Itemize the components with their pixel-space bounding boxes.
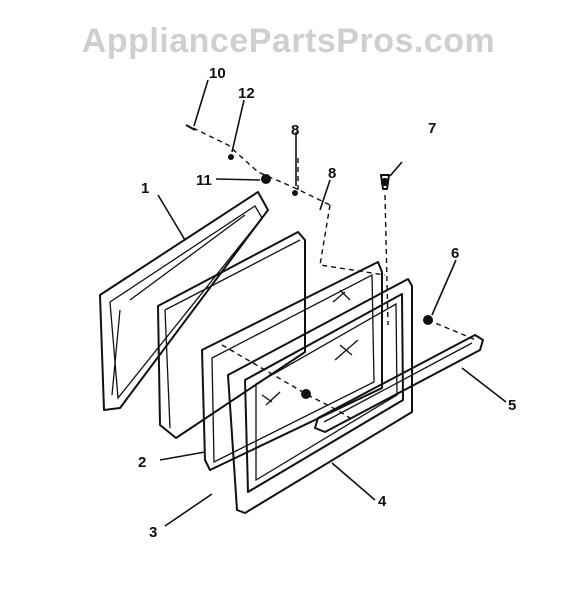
callout-11: 11: [196, 172, 212, 189]
callout-6: 6: [451, 245, 459, 262]
inner-door-panel: [99, 191, 269, 411]
callout-3: 3: [149, 524, 157, 541]
callout-2: 2: [138, 454, 146, 471]
callout-12: 12: [238, 85, 255, 102]
door-handle: [314, 334, 484, 433]
insulation-panel: [157, 231, 306, 439]
door-frame: [227, 278, 413, 514]
callout-5: 5: [508, 397, 516, 414]
callout-4: 4: [378, 493, 387, 510]
glass-panel: [201, 261, 383, 471]
part-callouts: 1 2 3 4 5 6 7 8 8 10 11 12: [138, 65, 516, 541]
leader-lines: [157, 79, 507, 527]
small-parts: [185, 124, 433, 399]
callout-8-lower: 8: [328, 165, 336, 182]
site-watermark: AppliancePartsPros.com: [81, 22, 496, 60]
callout-8-top: 8: [291, 122, 299, 139]
callout-1: 1: [141, 180, 149, 197]
callout-7: 7: [428, 120, 436, 137]
callout-10: 10: [209, 65, 226, 82]
